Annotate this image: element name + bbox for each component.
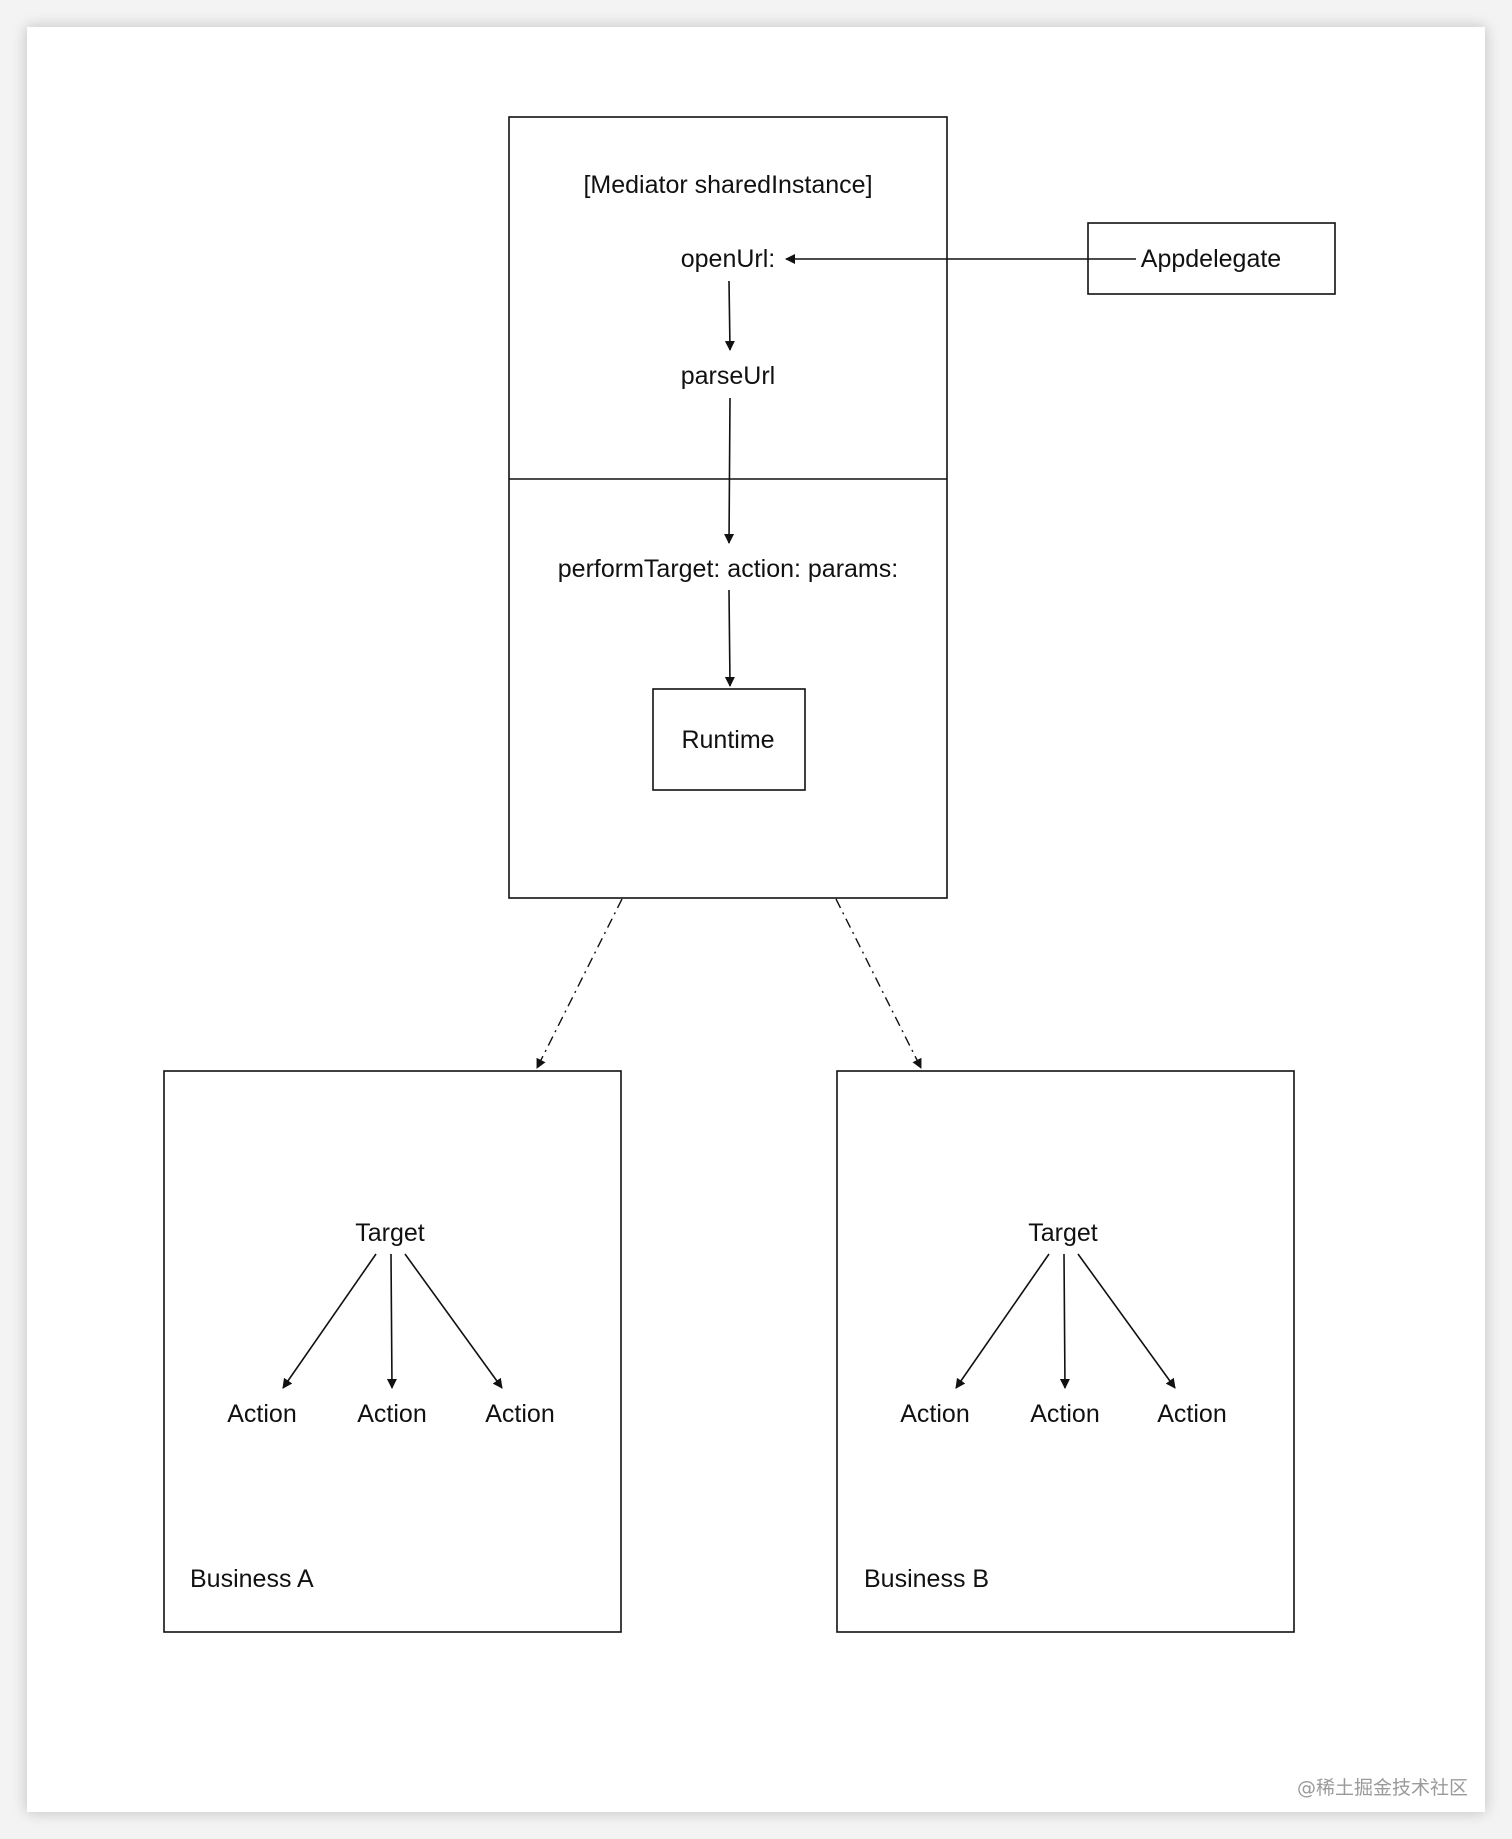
business-b-action-3: Action xyxy=(1157,1400,1226,1428)
appdelegate-label: Appdelegate xyxy=(1141,245,1281,273)
business-a-outline xyxy=(163,1070,622,1633)
openurl-to-parseurl-arrow xyxy=(724,280,735,351)
mediator-to-business-a-connector xyxy=(536,898,623,1069)
mediator-title: [Mediator sharedInstance] xyxy=(583,171,872,199)
business-a-action-3: Action xyxy=(485,1400,554,1428)
business-b-outline xyxy=(836,1070,1295,1633)
open-url-label: openUrl: xyxy=(681,245,776,273)
perform-to-runtime-arrow xyxy=(724,589,735,687)
business-a-target: Target xyxy=(355,1219,425,1247)
parseurl-to-perform-arrow xyxy=(724,397,735,544)
mediator-to-business-b-connector xyxy=(835,898,922,1069)
business-a-arrow-2 xyxy=(386,1253,397,1389)
business-a-action-1: Action xyxy=(227,1400,296,1428)
business-a-arrow-3 xyxy=(404,1253,503,1389)
parse-url-label: parseUrl xyxy=(681,362,775,390)
business-b-action-1: Action xyxy=(900,1400,969,1428)
perform-target-label: performTarget: action: params: xyxy=(558,555,898,583)
runtime-label: Runtime xyxy=(681,726,774,754)
diagram-canvas xyxy=(27,27,1485,1812)
business-a-arrow-1 xyxy=(282,1253,377,1389)
business-b-target: Target xyxy=(1028,1219,1098,1247)
business-b-arrow-1 xyxy=(955,1253,1050,1389)
business-a-action-2: Action xyxy=(357,1400,426,1428)
business-b-label: Business B xyxy=(864,1565,989,1593)
business-a-label: Business A xyxy=(190,1565,314,1593)
business-b-box: Target Action Action Action Business B xyxy=(836,1070,1295,1633)
mediator-box: [Mediator sharedInstance] openUrl: parse… xyxy=(508,116,948,899)
business-b-action-2: Action xyxy=(1030,1400,1099,1428)
runtime-box xyxy=(652,688,806,791)
business-a-box: Target Action Action Action Business A xyxy=(163,1070,622,1633)
mediator-outline xyxy=(508,116,948,899)
watermark-text: @稀土掘金技术社区 xyxy=(1297,1777,1468,1799)
business-b-arrow-3 xyxy=(1077,1253,1176,1389)
business-b-arrow-2 xyxy=(1059,1253,1070,1389)
